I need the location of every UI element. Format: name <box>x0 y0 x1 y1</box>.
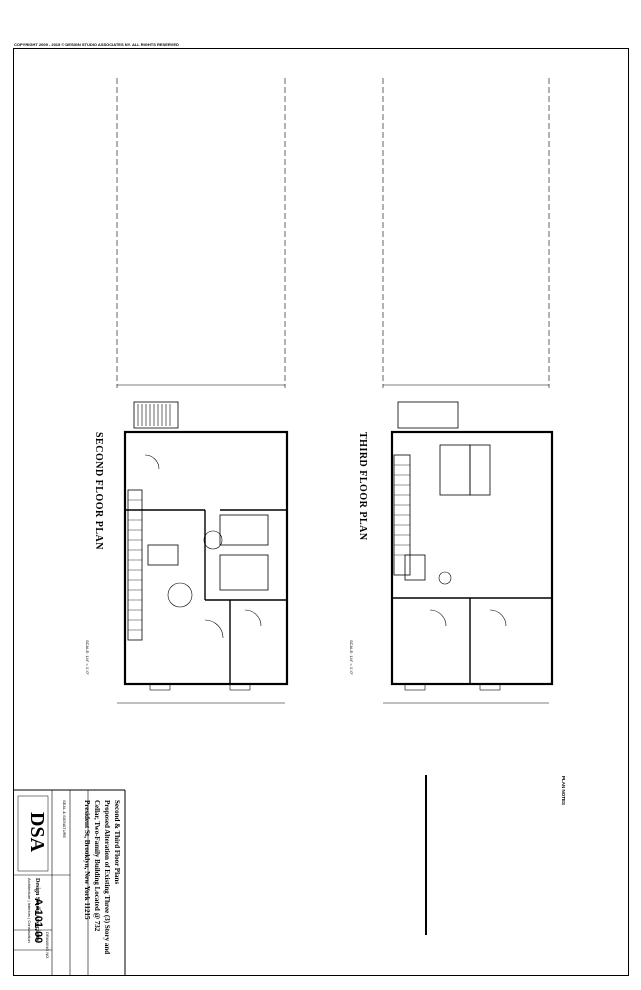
second-floor-scale: SCALE: 1/4" = 1'-0" <box>85 640 90 675</box>
dsa-logo: DSA <box>26 812 48 853</box>
project-line-3: President St, Brooklyn, New York 11215 <box>83 800 91 920</box>
third-floor-scale: SCALE: 1/4" = 1'-0" <box>349 640 354 675</box>
copyright-notice: COPYRIGHT 2009 - 2015 © DESIGN STUDIO AS… <box>14 42 179 47</box>
seal-label: SEAL & SIGNATURE <box>62 800 67 839</box>
sheet-title: Second & Third Floor Plans <box>113 800 121 885</box>
drawing-no-label: DRAWING NO. <box>45 932 50 960</box>
project-line-1: Proposed Alteration of Existing Three (3… <box>103 800 111 955</box>
plan-notes-heading: PLAN NOTES <box>561 776 566 806</box>
sheet-border <box>13 48 629 976</box>
third-floor-title: THIRD FLOOR PLAN <box>357 432 368 541</box>
second-floor-title: SECOND FLOOR PLAN <box>93 432 104 550</box>
sheet-number: A-101.00 <box>32 898 44 944</box>
project-line-2: Cellar, Two-Family Building Located @ 73… <box>93 800 101 932</box>
